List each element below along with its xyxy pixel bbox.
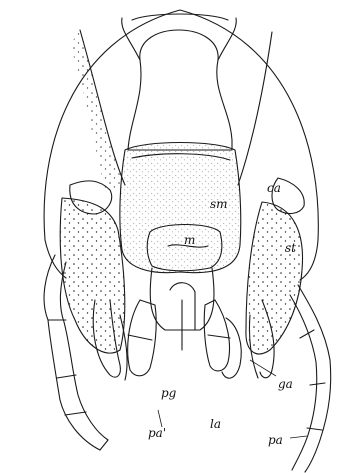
label-ga: ga — [278, 378, 293, 390]
clypeus-outline — [128, 30, 232, 150]
label-sm: sm — [210, 198, 228, 210]
label-la: la — [210, 418, 221, 430]
label-pa-prime: pa' — [148, 427, 166, 439]
pa-leader — [290, 436, 307, 438]
label-m: m — [184, 234, 195, 246]
label-pa: pa — [268, 434, 283, 446]
pa-prime-leader — [158, 410, 162, 427]
label-st: st — [285, 242, 296, 254]
maxillary-palp-right — [298, 285, 331, 472]
label-pg: pg — [161, 387, 176, 399]
label-ca: ca — [267, 182, 281, 194]
